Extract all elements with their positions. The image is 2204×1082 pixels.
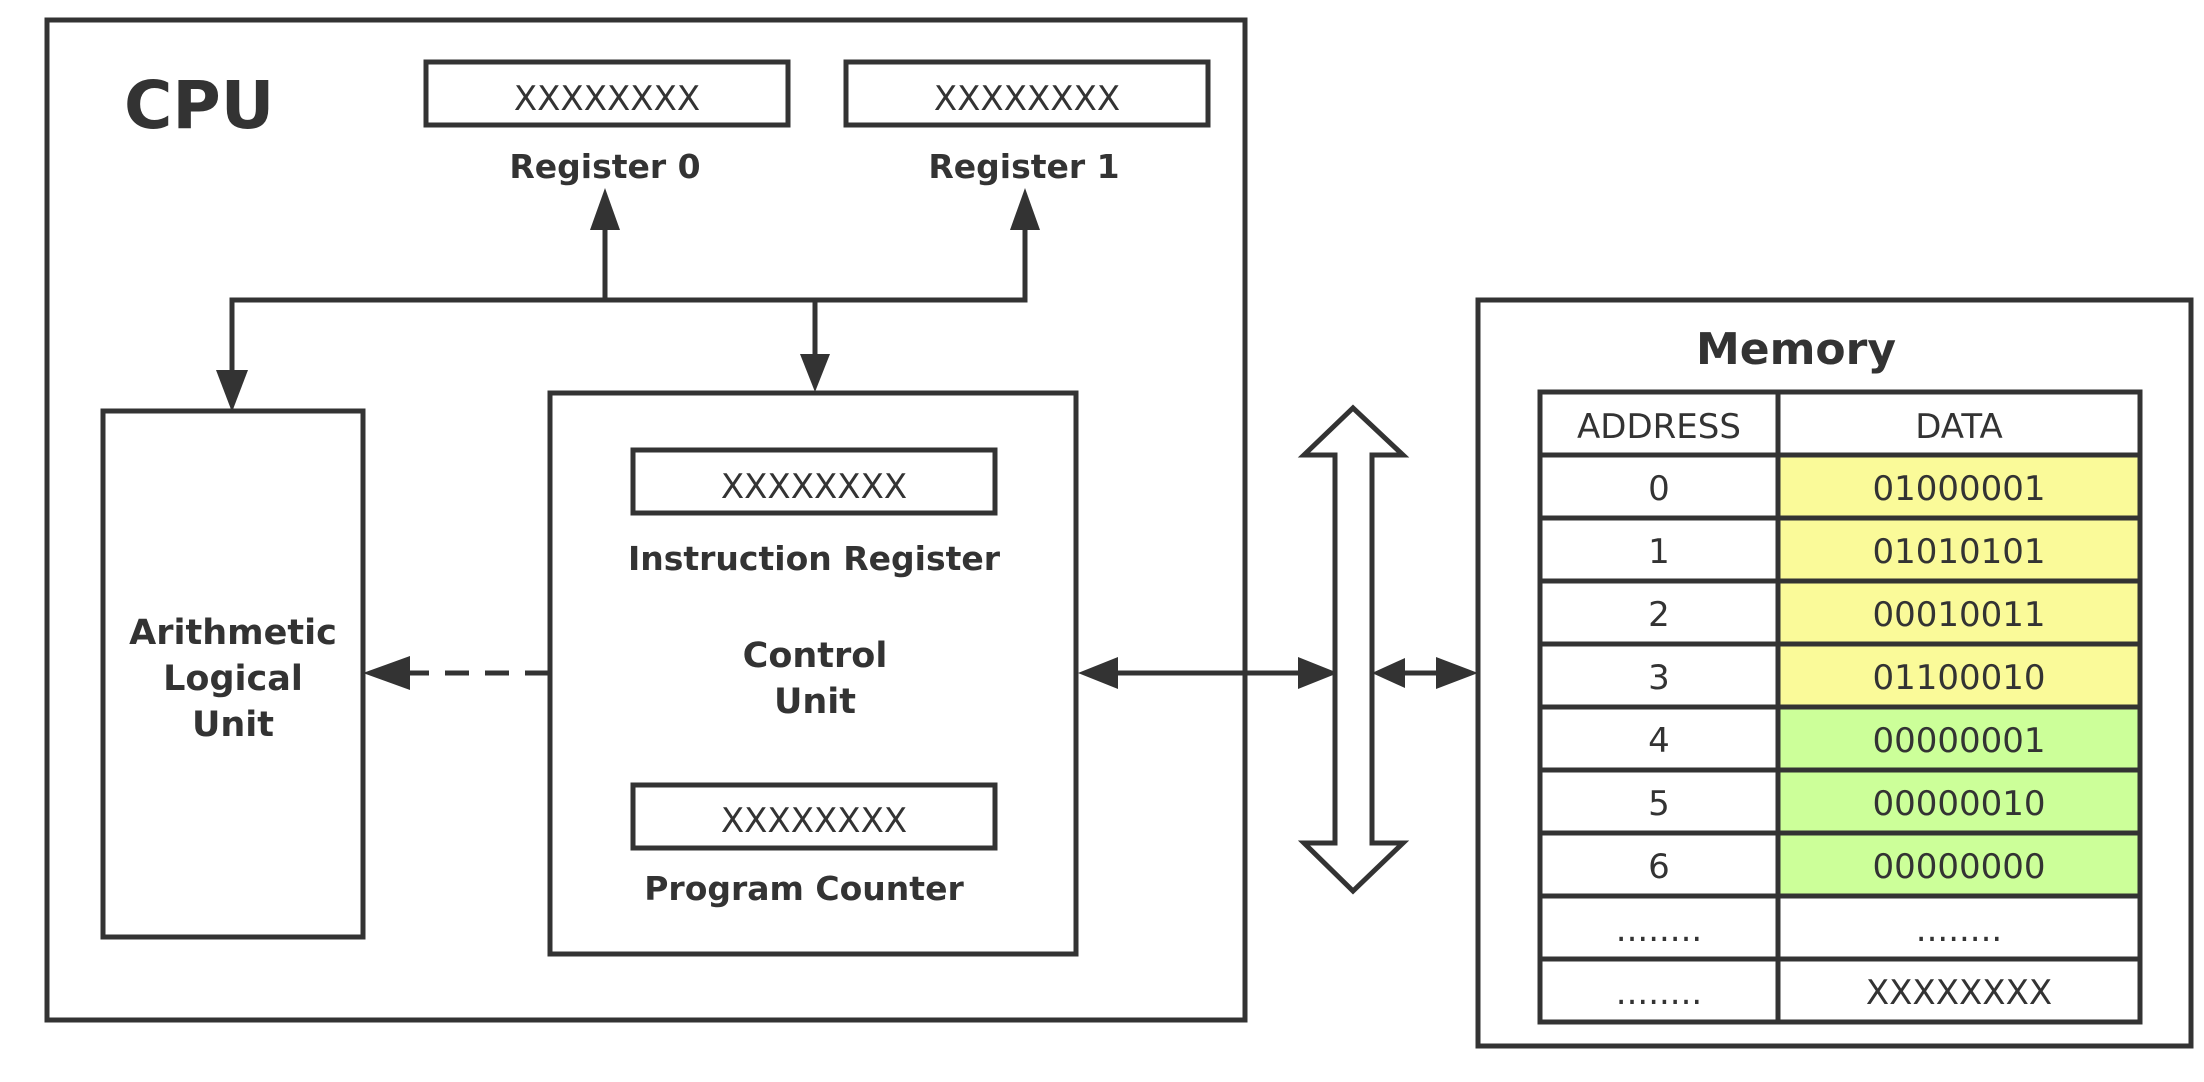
data-value: 00000010 [1872,784,2045,824]
data-cell [1775,515,2143,584]
alu-line-1: Arithmetic [129,613,337,653]
instruction-register-value: XXXXXXXX [721,467,907,507]
memory-row: 5 00000010 [1537,767,2143,836]
arrow-to-bus-left [1298,657,1338,689]
address-cell [1537,641,1781,710]
register-0-value: XXXXXXXX [514,79,700,119]
address-value: ........ [1616,910,1702,950]
data-cell [1775,704,2143,773]
alu-line-3: Unit [192,705,274,745]
address-cell [1537,830,1781,899]
memory-row: 6 00000000 [1537,830,2143,899]
data-value: 00010011 [1872,595,2045,635]
memory-row: 0 01000001 [1537,452,2143,521]
data-value: 00000000 [1872,847,2045,887]
address-value: 3 [1648,658,1670,698]
address-cell [1537,515,1781,584]
register-1-value: XXXXXXXX [934,79,1120,119]
memory-title: Memory [1696,324,1896,375]
arrow-to-alu [216,370,248,412]
register-1-box [843,59,1211,128]
address-value: 2 [1648,595,1670,635]
address-value: 1 [1648,532,1670,572]
memory-table: ADDRESS DATA 0 01000001 1 01010101 2 00010011… [1537,389,2143,1025]
address-value: 5 [1648,784,1670,824]
data-value: ........ [1916,910,2002,950]
address-header-cell [1537,389,1781,458]
data-value: 01100010 [1872,658,2045,698]
arrow-to-bus-right [1372,658,1405,688]
cpu-title: CPU [124,67,274,144]
system-bus [1297,404,1410,895]
arrow-to-register-1 [1010,188,1040,230]
register-1-label: Register 1 [928,147,1119,186]
instruction-register-label: Instruction Register [628,539,1001,578]
arrow-to-memory [1436,657,1478,689]
address-value: 6 [1648,847,1670,887]
program-counter-box [630,782,998,851]
address-value: ........ [1616,973,1702,1013]
data-cell [1775,830,2143,899]
instruction-register-box [630,447,998,516]
memory-row: 4 00000001 [1537,704,2143,773]
memory-row: ........ XXXXXXXX [1537,956,2143,1025]
address-header: ADDRESS [1577,407,1741,447]
data-value: XXXXXXXX [1866,973,2052,1013]
program-counter-label: Program Counter [644,869,964,908]
arrow-to-alu-dashed [363,656,410,690]
alu-box [100,408,366,940]
address-value: 0 [1648,469,1670,509]
register-bus [216,188,1040,412]
data-value: 00000001 [1872,721,2045,761]
address-cell [1537,704,1781,773]
arrow-to-control-unit-side [1078,657,1118,689]
data-header: DATA [1915,407,2003,447]
alu-line-2: Logical [163,659,303,699]
data-value: 01010101 [1872,532,2045,572]
data-value: 01000001 [1872,469,2045,509]
program-counter-value: XXXXXXXX [721,801,907,841]
memory-row: ................ [1537,893,2143,962]
memory-row: 2 00010011 [1537,578,2143,647]
arrow-to-control-unit [800,354,830,392]
register-0-box [423,59,791,128]
arrow-to-register-0 [590,188,620,230]
memory-row: 1 01010101 [1537,515,2143,584]
control-unit-line-2: Unit [774,682,856,722]
memory-row: 3 01100010 [1537,641,2143,710]
control-unit-line-1: Control [743,636,888,676]
address-cell [1537,956,1781,1025]
data-cell [1775,956,2143,1025]
address-value: 4 [1648,721,1670,761]
register-0-label: Register 0 [509,147,700,186]
